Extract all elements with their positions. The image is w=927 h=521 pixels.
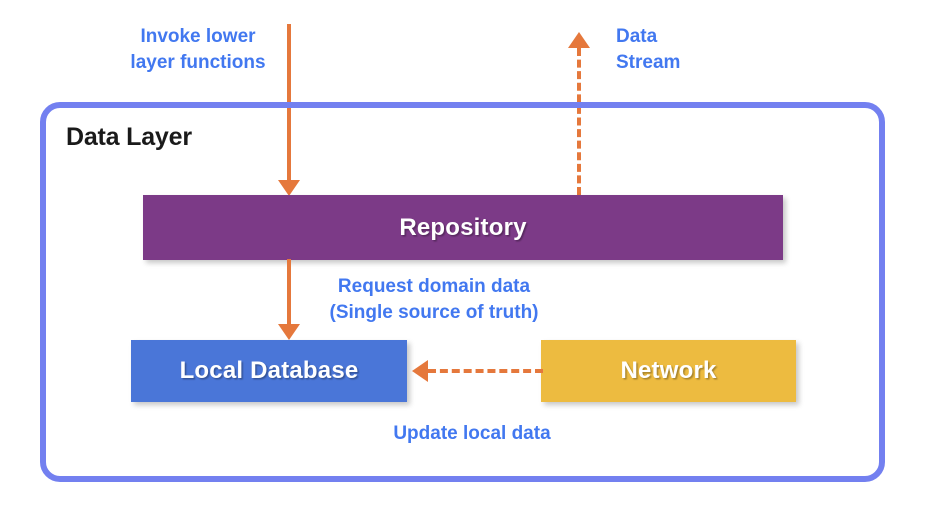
update-arrow-head-left-icon bbox=[412, 360, 428, 382]
node-repository-label: Repository bbox=[399, 213, 527, 241]
data-layer-title: Data Layer bbox=[66, 123, 192, 151]
label-invoke-lower-layer-functions: Invoke lower layer functions bbox=[130, 26, 266, 73]
node-network-label: Network bbox=[620, 357, 717, 384]
label-request-domain-data: Request domain data (Single source of tr… bbox=[329, 276, 539, 323]
data-stream-arrow-line bbox=[577, 48, 581, 195]
label-update-local-data: Update local data bbox=[393, 423, 551, 444]
invoke-arrow-line bbox=[287, 24, 291, 192]
data-layer-container bbox=[40, 102, 885, 482]
node-network[interactable]: Network bbox=[541, 340, 796, 402]
node-local-database[interactable]: Local Database bbox=[131, 340, 407, 402]
data-stream-arrow-head-up-icon bbox=[568, 32, 590, 48]
request-arrow-head-down-icon bbox=[278, 324, 300, 340]
request-arrow-line bbox=[287, 259, 291, 332]
invoke-arrow-head-down-icon bbox=[278, 180, 300, 196]
node-local-database-label: Local Database bbox=[179, 357, 359, 384]
node-repository[interactable]: Repository bbox=[143, 195, 783, 260]
label-data-stream: Data Stream bbox=[616, 26, 681, 73]
update-arrow-line bbox=[428, 369, 543, 373]
